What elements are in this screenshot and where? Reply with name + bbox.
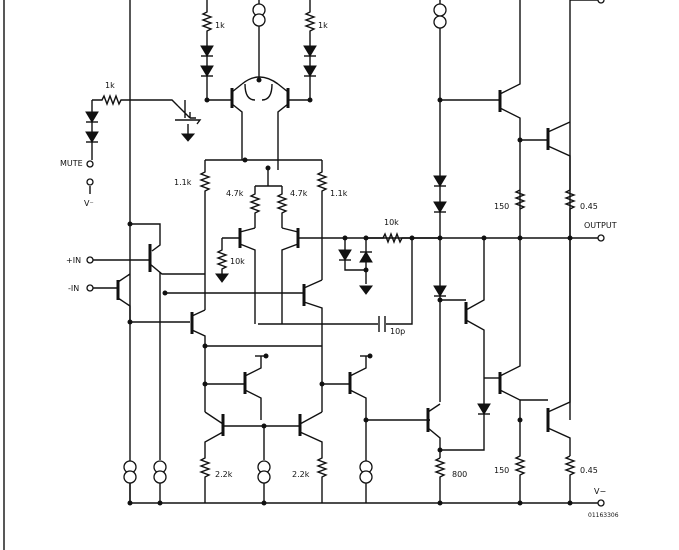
r-0-45-bottom: 0.45 bbox=[580, 466, 598, 475]
r-1k-top-b: 1k bbox=[318, 21, 328, 30]
mid-stage bbox=[190, 235, 415, 349]
r-150-top: 150 bbox=[494, 202, 509, 211]
v-minus-small-label: V⁻ bbox=[84, 199, 94, 208]
r-4-7k-left: 4.7k bbox=[226, 189, 244, 198]
c-10p: 10p bbox=[390, 327, 405, 336]
r-2-2k-left: 2.2k bbox=[215, 470, 233, 479]
in-plus-label: +IN bbox=[66, 256, 81, 265]
figure-code: 01163306 bbox=[588, 512, 619, 519]
top-left-bias-string bbox=[200, 0, 214, 100]
r-800: 800 bbox=[452, 470, 467, 479]
r-1k-mute: 1k bbox=[105, 81, 115, 90]
r-4-7k-right: 4.7k bbox=[290, 189, 308, 198]
labels: MUTE V⁻ +IN -IN OUTPUT V− 01163306 1k 1k… bbox=[60, 21, 619, 519]
r-10k-feedback: 10k bbox=[384, 218, 399, 227]
bottom-current-sources bbox=[123, 420, 373, 506]
r-10k-bias: 10k bbox=[230, 257, 245, 266]
r-2-2k-right: 2.2k bbox=[292, 470, 310, 479]
mute-network bbox=[85, 94, 202, 194]
in-minus-label: -IN bbox=[68, 284, 79, 293]
top-pnp-mirror bbox=[204, 76, 313, 170]
mute-label: MUTE bbox=[60, 159, 83, 168]
output-label: OUTPUT bbox=[584, 221, 617, 230]
top-current-source bbox=[252, 0, 266, 82]
r-1-1k-left: 1.1k bbox=[174, 178, 192, 187]
lower-mirror bbox=[199, 346, 430, 503]
r-1k-top-a: 1k bbox=[215, 21, 225, 30]
r-0-45-top: 0.45 bbox=[580, 202, 598, 211]
clamp-diodes bbox=[338, 232, 440, 295]
output-stage bbox=[412, 0, 605, 507]
r-150-bottom: 150 bbox=[494, 466, 509, 475]
v-minus-label: V− bbox=[594, 487, 606, 496]
diff-loads bbox=[199, 157, 412, 324]
top-right-bias-string bbox=[303, 0, 317, 100]
input-stage bbox=[86, 221, 300, 460]
r-1-1k-right: 1.1k bbox=[330, 189, 348, 198]
